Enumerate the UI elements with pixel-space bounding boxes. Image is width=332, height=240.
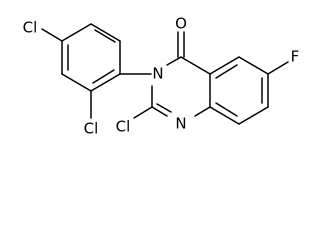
bond-double-inner [94, 29, 116, 43]
atom-label-cl: Cl [116, 118, 131, 136]
bond [209, 106, 240, 125]
bond-c-cl-para [41, 28, 63, 42]
bond [90, 73, 121, 92]
atom-label-cl: Cl [84, 120, 99, 138]
bond [90, 23, 121, 42]
atom-label-n: N [152, 65, 163, 83]
bond-c-f [267, 61, 289, 75]
bond [238, 56, 269, 75]
bond-double-inner [215, 102, 238, 117]
bond [151, 106, 168, 117]
bond-c2-cl [133, 106, 153, 119]
atom-label-cl: Cl [23, 19, 38, 37]
bond [180, 56, 211, 75]
atom-label-f: F [291, 48, 300, 66]
bond-double-inner [215, 64, 238, 79]
bond [61, 23, 92, 42]
bond-double-inner [92, 69, 115, 84]
bond-double-inner [156, 103, 172, 113]
bond [166, 56, 182, 66]
bond [238, 106, 269, 125]
bond [61, 73, 92, 92]
molecule-structure: Cl Cl N O N Cl F [23, 15, 300, 138]
atom-label-n: N [175, 115, 186, 133]
pyrimidinone-ring [133, 31, 211, 119]
bond [194, 106, 211, 117]
atom-label-o: O [175, 15, 187, 33]
bond [209, 56, 240, 75]
dichlorophenyl-ring [61, 23, 121, 92]
fused-benzene-ring [209, 56, 289, 125]
